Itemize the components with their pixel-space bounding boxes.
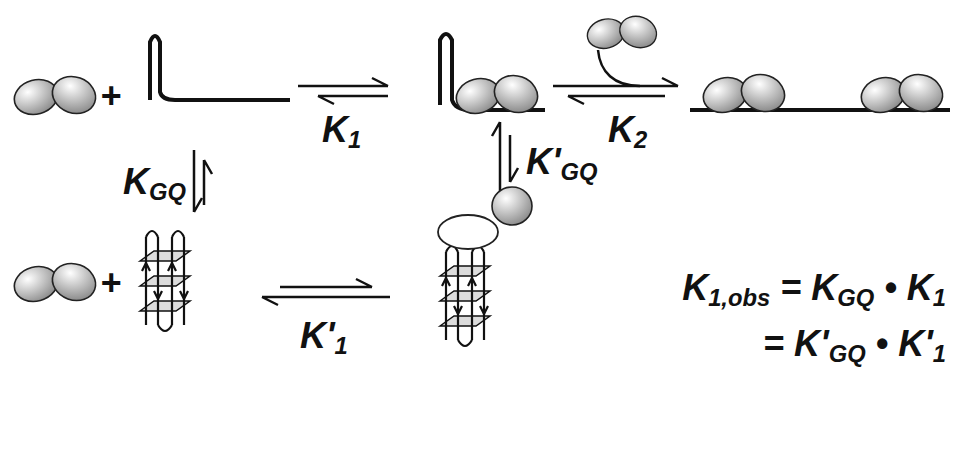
g-quadruplex bbox=[440, 246, 490, 346]
equilibrium-constant: K'1 bbox=[300, 318, 348, 358]
plus-sign: + bbox=[100, 265, 121, 301]
equilibrium-arrows bbox=[553, 50, 678, 104]
equation: K1,obs = KGQ • K1 bbox=[682, 270, 946, 310]
equilibrium-arrows bbox=[492, 122, 518, 195]
g-quadruplex bbox=[140, 231, 190, 331]
equilibrium-arrows bbox=[298, 78, 388, 104]
plus-sign: + bbox=[100, 78, 121, 114]
protein bbox=[10, 258, 100, 307]
equilibrium-arrows bbox=[262, 279, 390, 305]
protein-domain bbox=[438, 215, 498, 249]
equilibrium-arrows bbox=[194, 150, 212, 212]
protein bbox=[452, 70, 542, 119]
equilibrium-constant: KGQ bbox=[123, 164, 186, 204]
protein bbox=[584, 11, 661, 53]
equilibrium-constant: K'GQ bbox=[526, 144, 598, 184]
equilibrium-constant: K2 bbox=[608, 112, 647, 152]
protein bbox=[10, 71, 100, 120]
equilibrium-constant: K1 bbox=[322, 112, 361, 152]
ssdna-hairpin bbox=[150, 36, 290, 100]
equation: = K'GQ • K'1 bbox=[763, 326, 946, 366]
protein-domain bbox=[492, 187, 532, 225]
protein bbox=[699, 69, 789, 118]
protein bbox=[857, 69, 947, 118]
